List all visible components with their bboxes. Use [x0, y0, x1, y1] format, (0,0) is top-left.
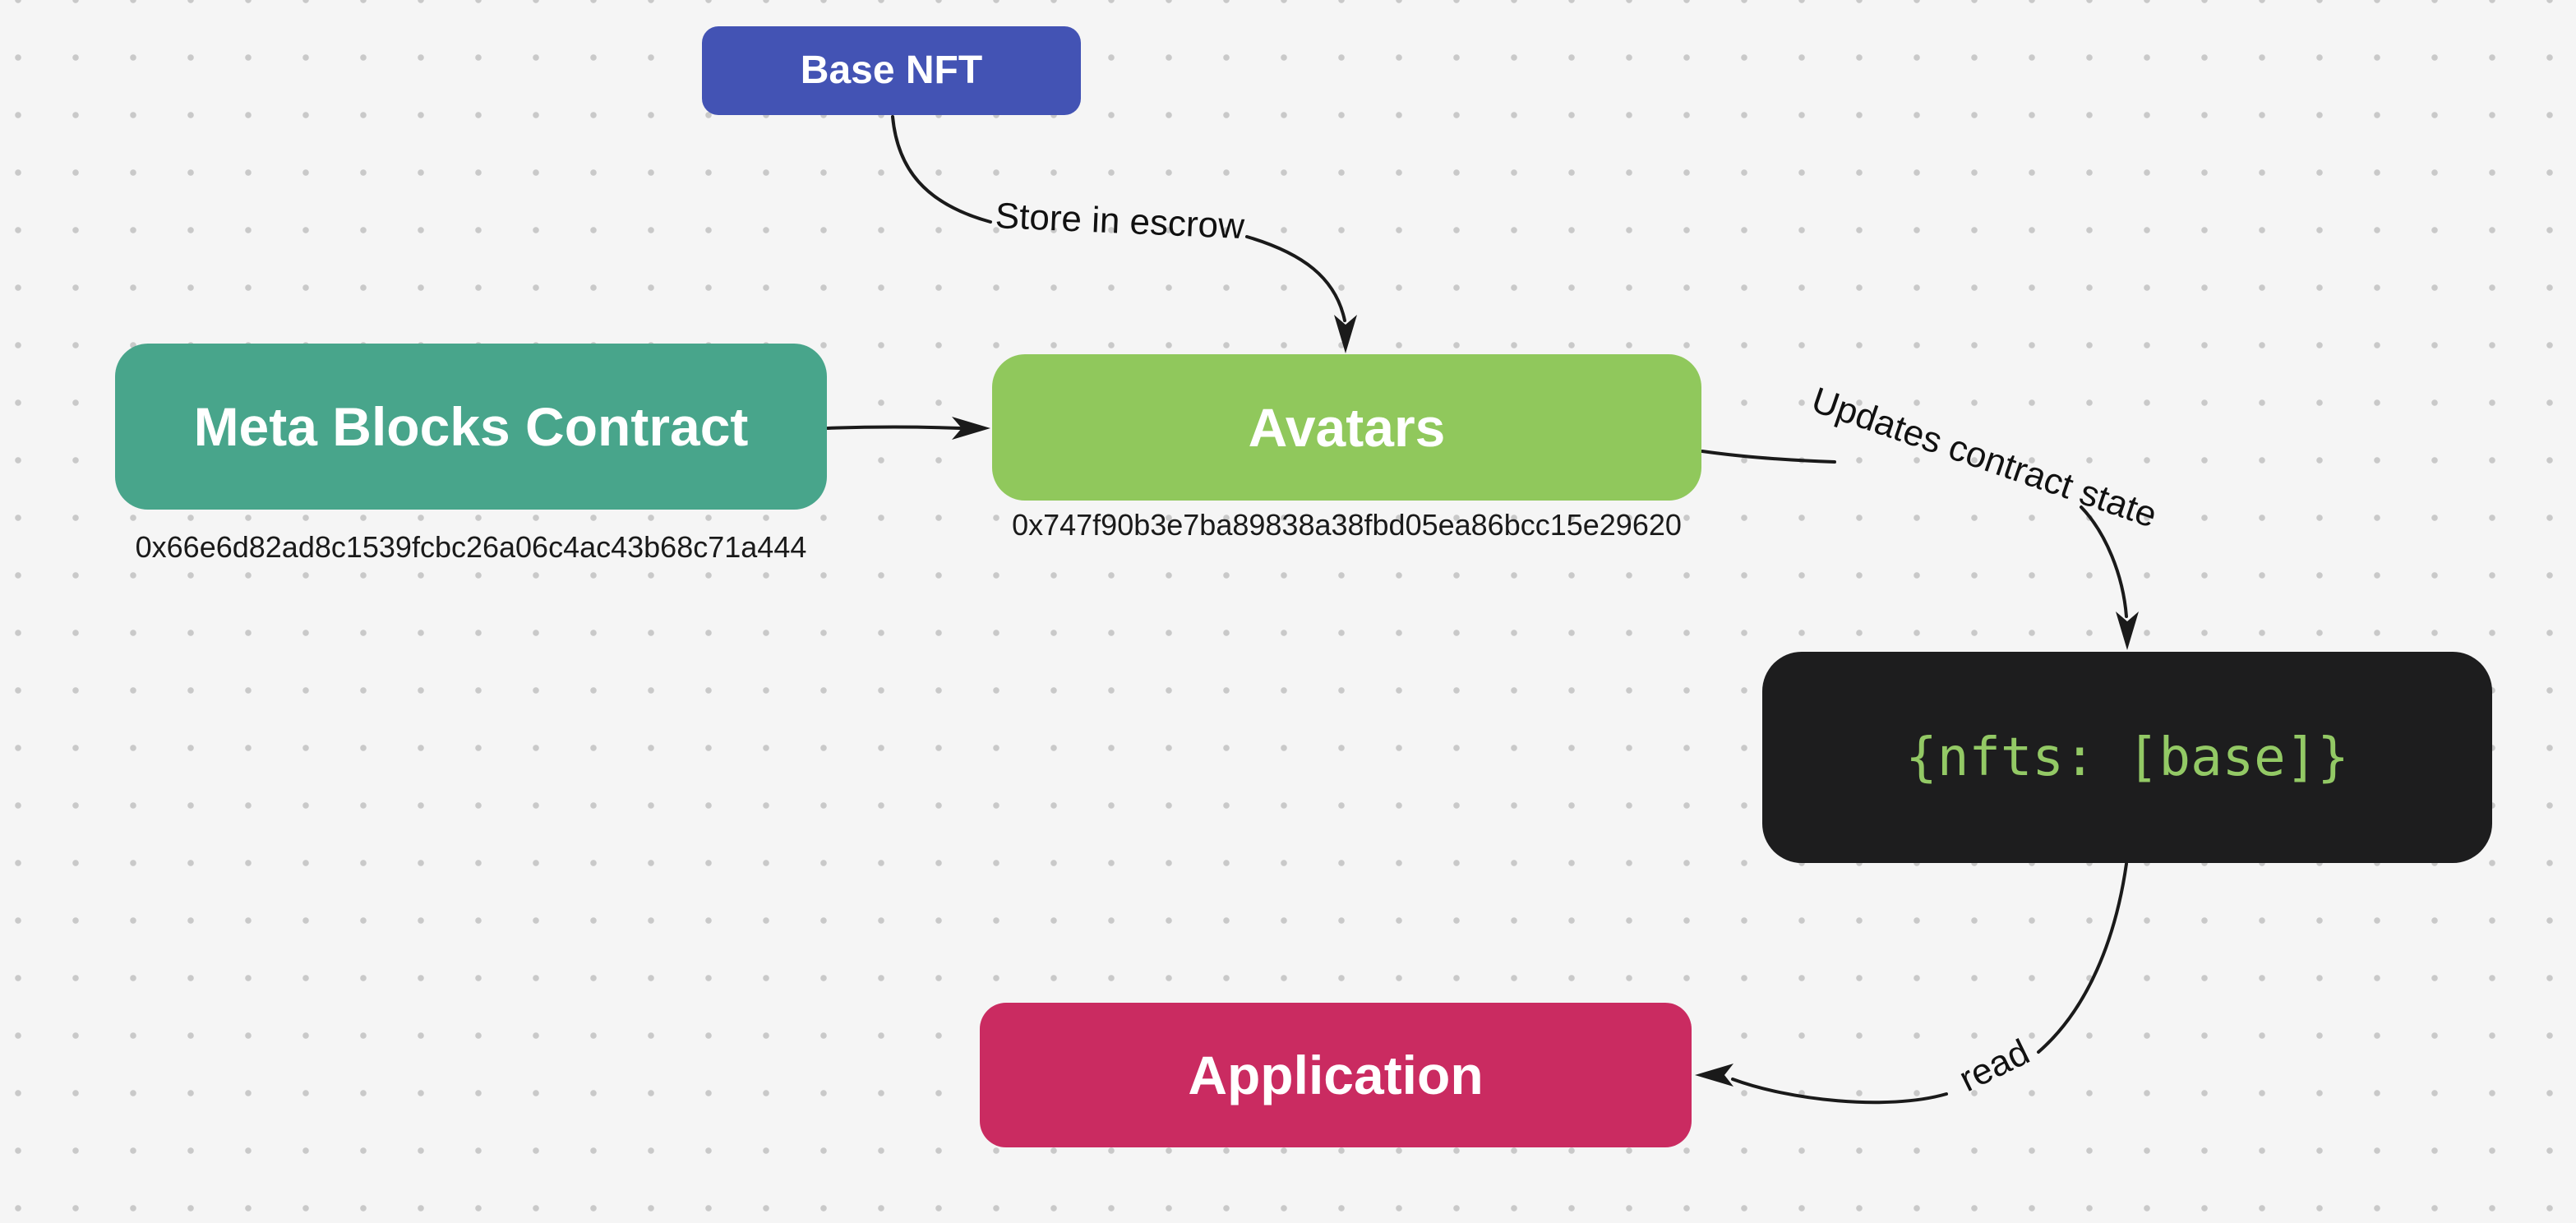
node-base-nft-label: Base NFT [800, 48, 983, 92]
node-avatars-label: Avatars [1248, 397, 1446, 458]
node-base-nft: Base NFT [702, 26, 1081, 115]
node-avatars: Avatars [992, 354, 1701, 501]
edge-label-updates-contract-state: Updates contract state [1807, 380, 2163, 536]
arrowhead-into-avatars-left [952, 417, 990, 440]
meta-blocks-contract-address: 0x66e6d82ad8c1539fcbc26a06c4ac43b68c71a4… [135, 530, 807, 564]
edge-label-store-in-escrow: Store in escrow [994, 196, 1245, 247]
avatars-address: 0x747f90b3e7ba89838a38fbd05ea86bcc15e296… [1012, 508, 1682, 542]
arrowhead-into-state-top [2116, 612, 2139, 650]
arrow-base-nft-to-avatars-segment-2 [1245, 235, 1346, 322]
node-application-label: Application [1188, 1045, 1484, 1105]
node-meta-blocks-contract-label: Meta Blocks Contract [193, 396, 749, 457]
arrow-avatars-to-state-segment-1 [1701, 450, 1836, 464]
node-contract-state-code: {nfts: [base]} [1905, 727, 2349, 788]
arrow-state-to-application-segment-2 [1731, 1078, 1948, 1105]
edge-label-read: read [1953, 1031, 2036, 1101]
node-application: Application [980, 1003, 1692, 1147]
arrow-base-nft-to-avatars-segment-1 [891, 115, 992, 224]
arrowhead-into-application-right [1695, 1064, 1733, 1087]
arrowhead-into-avatars-top [1334, 315, 1357, 353]
arrow-state-to-application-segment-1 [2037, 862, 2128, 1054]
node-contract-state: {nfts: [base]} [1762, 652, 2492, 863]
arrow-meta-blocks-to-avatars [826, 425, 962, 430]
node-meta-blocks-contract: Meta Blocks Contract [115, 344, 827, 510]
